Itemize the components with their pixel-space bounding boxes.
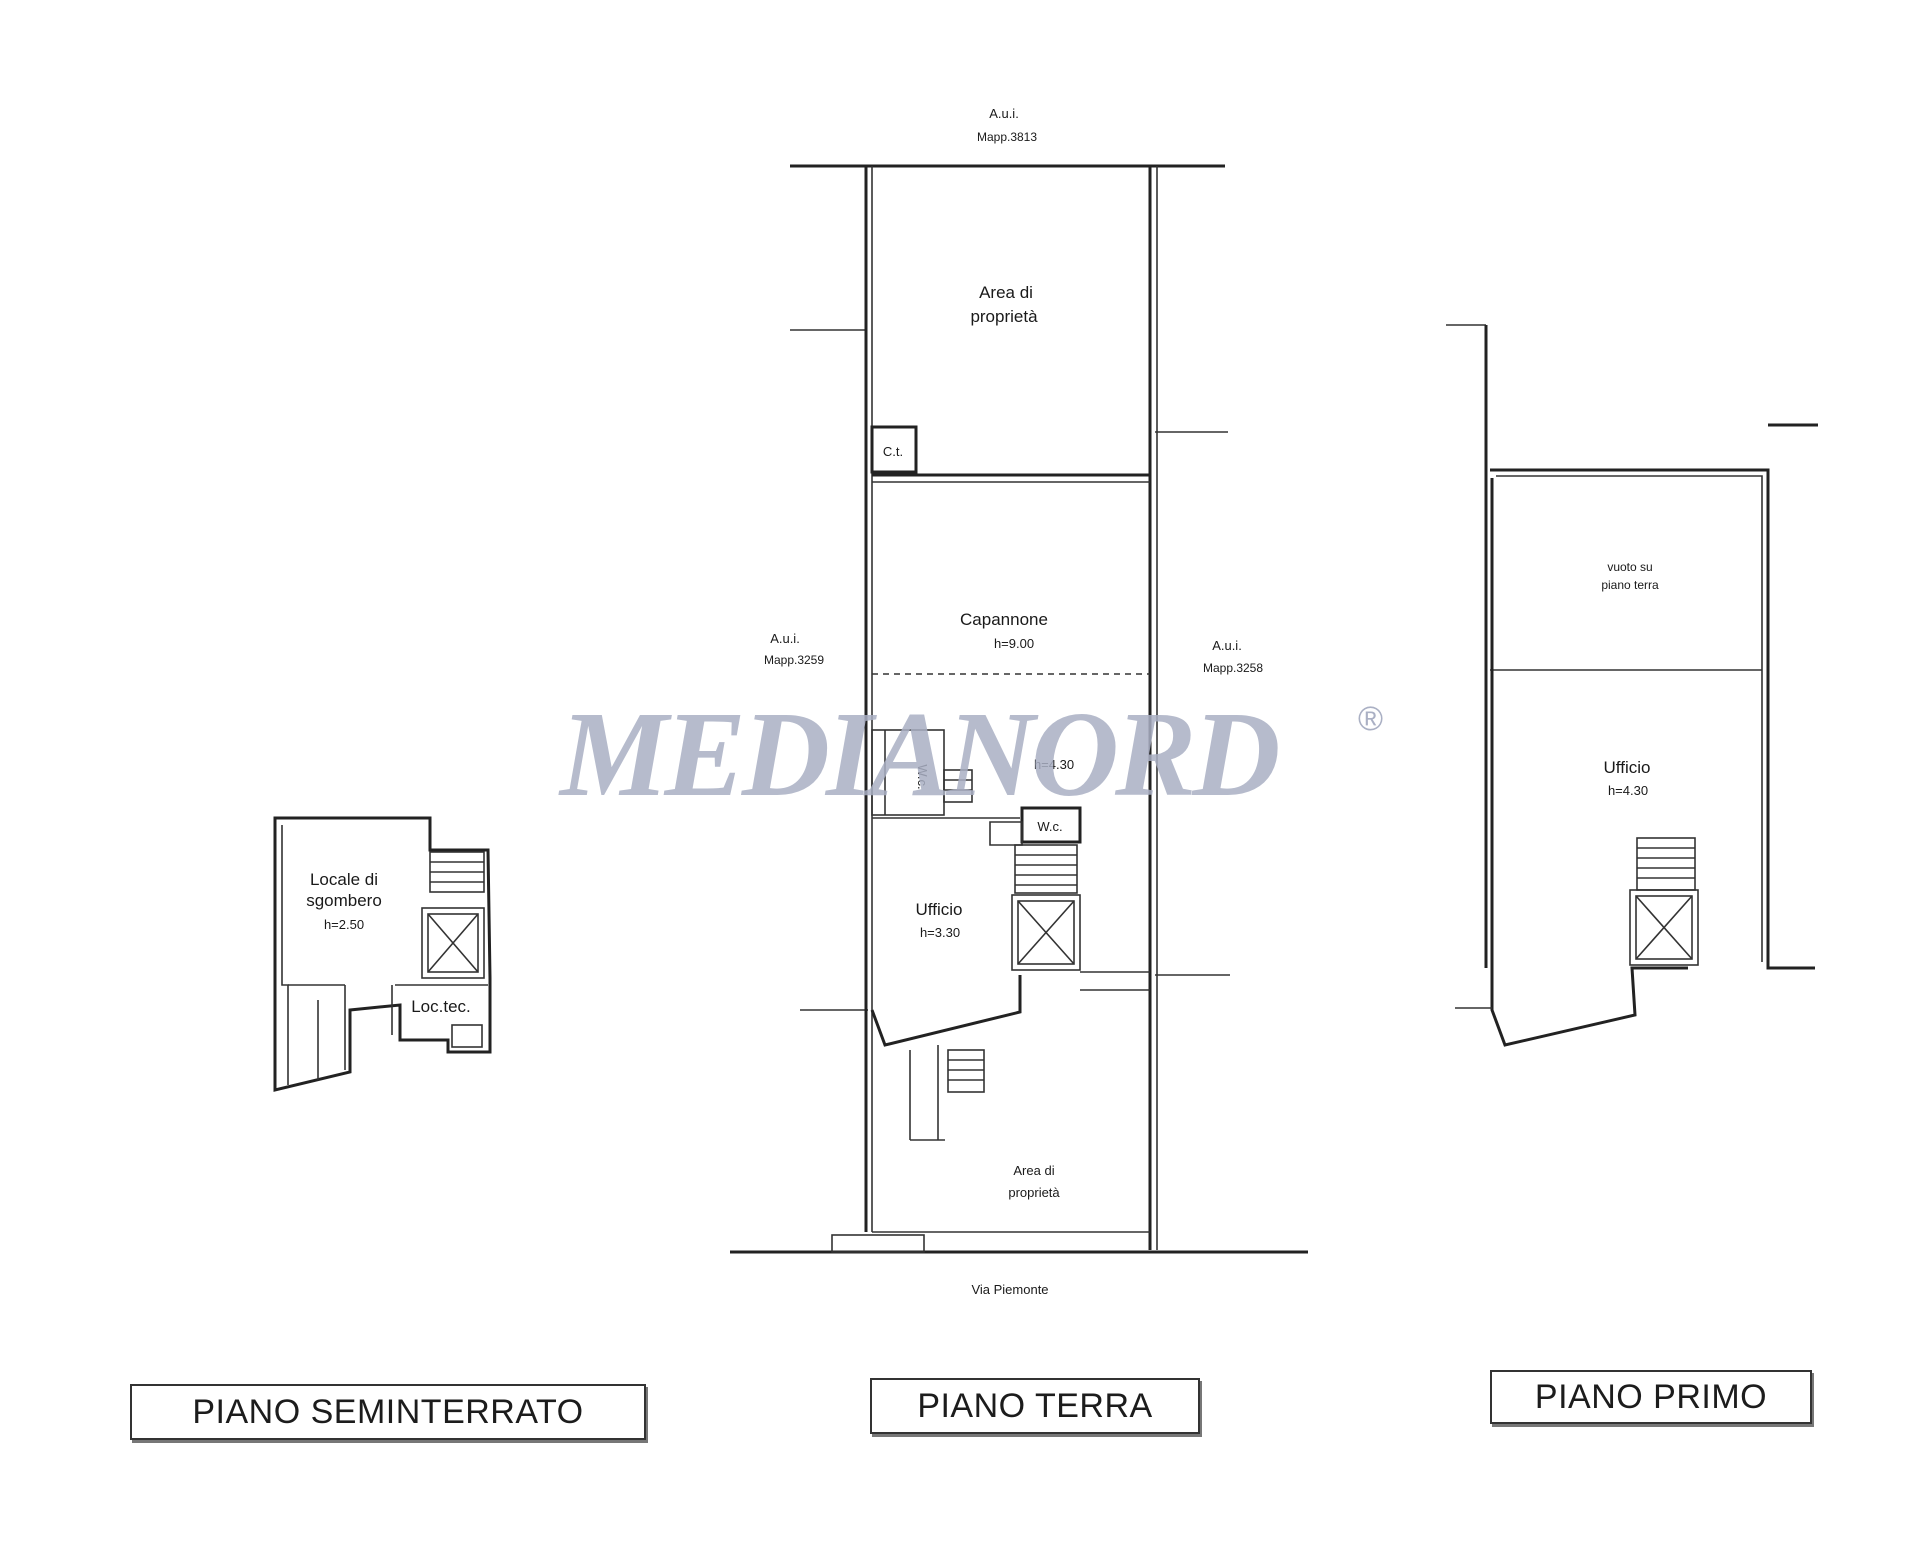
ufficio-label: Ufficio: [916, 900, 963, 919]
primo-ufficio-height: h=4.30: [1608, 783, 1648, 798]
ct-label: C.t.: [883, 444, 903, 459]
top-area-label-line1: Area di: [979, 283, 1033, 302]
capannone-label: Capannone: [960, 610, 1048, 629]
left-neighbor-label: A.u.i.: [770, 631, 800, 646]
capannone-height: h=9.00: [994, 636, 1034, 651]
void-label-line2: piano terra: [1601, 578, 1659, 592]
storage-room-height: h=2.50: [324, 917, 364, 932]
bottom-area-label-line1: Area di: [1013, 1163, 1054, 1178]
terra-plan: [730, 164, 1308, 1254]
top-area-label-line2: proprietà: [970, 307, 1038, 326]
top-neighbor-parcel: Mapp.3813: [977, 130, 1037, 144]
storage-room-label-line1: Locale di: [310, 870, 378, 889]
bottom-area-label-line2: proprietà: [1008, 1185, 1060, 1200]
floor-title-primo: PIANO PRIMO: [1490, 1370, 1812, 1424]
wc1-label: W.c.: [915, 764, 930, 789]
registered-mark: ®: [1358, 700, 1384, 738]
floor-title-seminterrato: PIANO SEMINTERRATO: [130, 1384, 646, 1440]
seminterrato-plan: [273, 816, 492, 1092]
top-neighbor-label: A.u.i.: [989, 106, 1019, 121]
wc2-label: W.c.: [1037, 819, 1062, 834]
primo-plan: [1446, 324, 1818, 1047]
mid-height-label: h=4.30: [1034, 757, 1074, 772]
storage-room-label-line2: sgombero: [306, 891, 382, 910]
brand-watermark: MEDIANORD: [560, 687, 1281, 822]
ufficio-height: h=3.30: [920, 925, 960, 940]
tech-room-label: Loc.tec.: [411, 997, 471, 1016]
right-neighbor-label: A.u.i.: [1212, 638, 1242, 653]
void-label-line1: vuoto su: [1607, 560, 1652, 574]
floor-title-terra: PIANO TERRA: [870, 1378, 1200, 1434]
street-label: Via Piemonte: [971, 1282, 1048, 1297]
primo-ufficio-label: Ufficio: [1604, 758, 1651, 777]
left-neighbor-parcel: Mapp.3259: [764, 653, 824, 667]
right-neighbor-parcel: Mapp.3258: [1203, 661, 1263, 675]
